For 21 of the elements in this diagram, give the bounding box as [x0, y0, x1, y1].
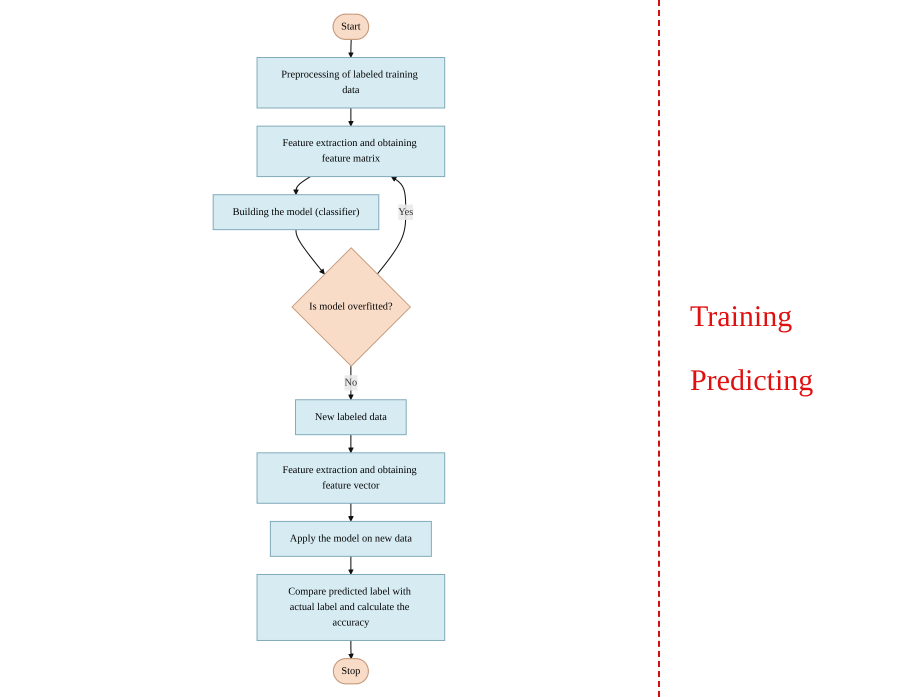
- arrow: [348, 39, 354, 58]
- section-label: Training: [690, 300, 792, 334]
- arrow: [348, 502, 354, 522]
- node-box: Preprocessing of labeled training data: [256, 56, 446, 108]
- arrow: [348, 556, 354, 574]
- node-box: New labeled data: [295, 398, 407, 435]
- edge-label: No: [344, 376, 358, 388]
- arrow: [348, 640, 354, 659]
- node-box: Compare predicted label with actual label and calculate the accuracy: [256, 573, 446, 640]
- node-diamond: Is model overfitted?: [291, 246, 412, 366]
- arrow: [348, 108, 354, 126]
- arrow: [293, 176, 311, 194]
- node-box: Feature extraction and obtaining feature matrix: [256, 125, 446, 177]
- node-box: Apply the model on new data: [270, 520, 432, 556]
- edge-label: Yes: [398, 206, 414, 217]
- node-box: Building the model (classifier): [212, 194, 380, 230]
- node-box: Feature extraction and obtaining feature vector: [256, 452, 446, 504]
- arrow: [376, 176, 406, 274]
- arrow: [296, 229, 325, 274]
- section-label: Predicting: [690, 364, 814, 398]
- arrow: [348, 434, 354, 453]
